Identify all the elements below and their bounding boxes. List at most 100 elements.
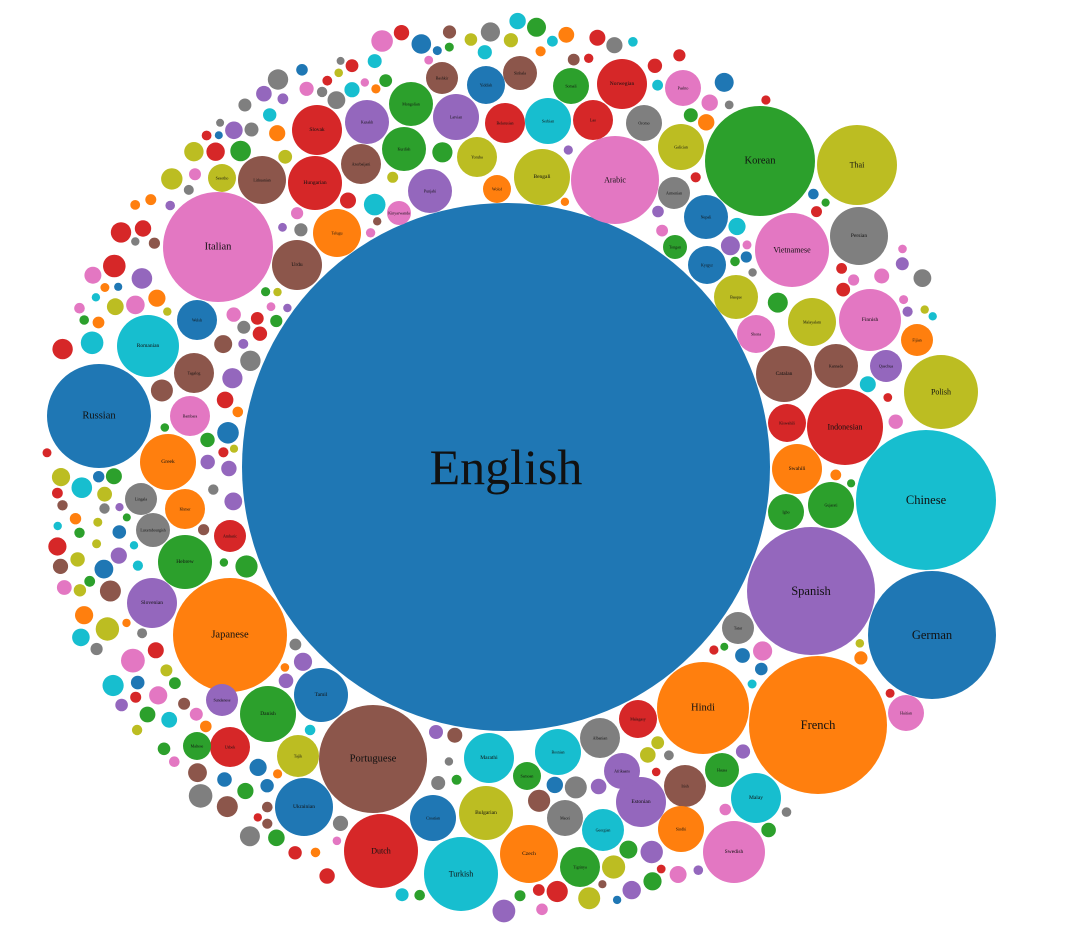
small-bubble <box>218 447 229 458</box>
small-bubble <box>270 314 283 328</box>
small-bubble <box>640 840 663 864</box>
small-bubble <box>235 555 258 578</box>
bubble-label: Croatian <box>426 816 440 821</box>
small-bubble <box>200 454 215 470</box>
bubble-dutch: Dutch <box>344 814 418 888</box>
small-bubble <box>222 368 243 389</box>
bubble-circle <box>389 82 433 126</box>
bubble-spanish: Spanish <box>747 527 875 655</box>
bubble-hebrew: Hebrew <box>158 535 212 589</box>
bubble-bambara: Bambara <box>170 396 210 436</box>
bubble-finnish: Finnish <box>839 289 901 351</box>
bubble-label: Indonesian <box>827 423 862 432</box>
small-bubble <box>115 503 124 512</box>
bubble-maltese: Maltese <box>183 732 211 760</box>
small-bubble <box>742 240 752 250</box>
bubble-circle <box>722 612 754 644</box>
bubble-label: Maori <box>560 816 571 821</box>
bubble-label: Kiswahili <box>779 421 795 426</box>
bubble-welsh: Welsh <box>177 300 217 340</box>
bubble-portuguese: Portuguese <box>319 705 427 813</box>
bubble-sesotho: Sesotho <box>208 164 236 192</box>
bubble-label: Italian <box>205 242 233 253</box>
small-bubble <box>590 778 607 795</box>
bubble-circle <box>658 124 704 170</box>
small-bubble <box>267 69 289 90</box>
small-bubble <box>480 22 500 42</box>
small-bubble <box>273 287 282 297</box>
bubble-label: Belarusian <box>496 121 513 126</box>
small-bubble <box>748 268 757 277</box>
small-bubble <box>698 114 715 131</box>
bubble-label: Greek <box>161 459 175 465</box>
bubble-label: Telugu <box>331 231 342 236</box>
small-bubble <box>130 691 142 703</box>
bubble-label: Lithuanian <box>253 178 270 183</box>
bubble-label: Haitian <box>900 711 912 716</box>
small-bubble <box>253 813 262 822</box>
small-bubble <box>122 618 131 628</box>
small-bubble <box>131 237 140 246</box>
bubble-circle <box>459 786 513 840</box>
bubble-circle <box>755 213 829 287</box>
bubble-circle <box>535 729 581 775</box>
small-bubble <box>249 758 267 777</box>
small-bubble <box>755 662 768 676</box>
small-bubble <box>289 638 302 651</box>
bubble-circle <box>619 700 657 738</box>
bubble-circle <box>705 106 815 216</box>
bubble-haitian: Haitian <box>888 695 924 731</box>
bubble-samoan: Samoan <box>513 762 541 790</box>
small-bubble <box>200 720 212 733</box>
small-bubble <box>395 888 409 902</box>
bubble-slovak: Slovak <box>292 105 342 155</box>
bubble-circle <box>768 404 806 442</box>
bubble-circle <box>47 364 151 468</box>
small-bubble <box>373 217 382 226</box>
bubble-circle <box>238 156 286 204</box>
bubble-label: Azerbaijani <box>352 162 372 167</box>
small-bubble <box>237 320 251 334</box>
bubble-label: Malagasy <box>630 717 646 722</box>
small-bubble <box>94 559 114 579</box>
small-bubble <box>888 414 903 429</box>
bubble-label: Czech <box>522 851 536 857</box>
bubble-label: Slovak <box>309 127 325 133</box>
small-bubble <box>340 192 356 209</box>
bubble-label: Samoan <box>521 774 534 779</box>
bubble-nepali: Nepali <box>684 195 728 239</box>
small-bubble <box>720 642 729 651</box>
small-bubble <box>238 338 249 349</box>
bubble-circle <box>560 847 600 887</box>
bubble-label: Bulgarian <box>475 810 497 816</box>
small-bubble <box>464 33 478 46</box>
bubble-circle <box>737 315 775 353</box>
small-bubble <box>105 468 122 485</box>
small-bubble <box>322 75 333 86</box>
small-bubble <box>100 283 110 292</box>
bubble-circle <box>868 571 996 699</box>
bubble-lao: Lao <box>573 100 613 140</box>
small-bubble <box>563 145 573 155</box>
bubble-label: Turkish <box>449 870 474 879</box>
bubble-label: German <box>912 628 953 642</box>
small-bubble <box>547 35 558 47</box>
bubble-label: Korean <box>745 156 777 167</box>
small-bubble <box>214 131 223 140</box>
bubble-sindhi: Sindhi <box>658 806 704 852</box>
small-bubble <box>229 444 239 453</box>
small-bubble <box>106 298 124 316</box>
bubble-label: Urdu <box>291 262 303 268</box>
small-bubble <box>578 887 601 910</box>
bubble-circle <box>242 203 770 731</box>
small-bubble <box>747 679 757 689</box>
bubble-circle <box>485 103 525 143</box>
small-bubble <box>477 45 492 60</box>
small-bubble <box>628 37 638 47</box>
bubble-vietnamese: Vietnamese <box>755 213 829 287</box>
bubble-label: Serbian <box>542 119 554 124</box>
small-bubble <box>71 477 93 499</box>
bubble-circle <box>170 396 210 436</box>
bubble-german: German <box>868 571 996 699</box>
